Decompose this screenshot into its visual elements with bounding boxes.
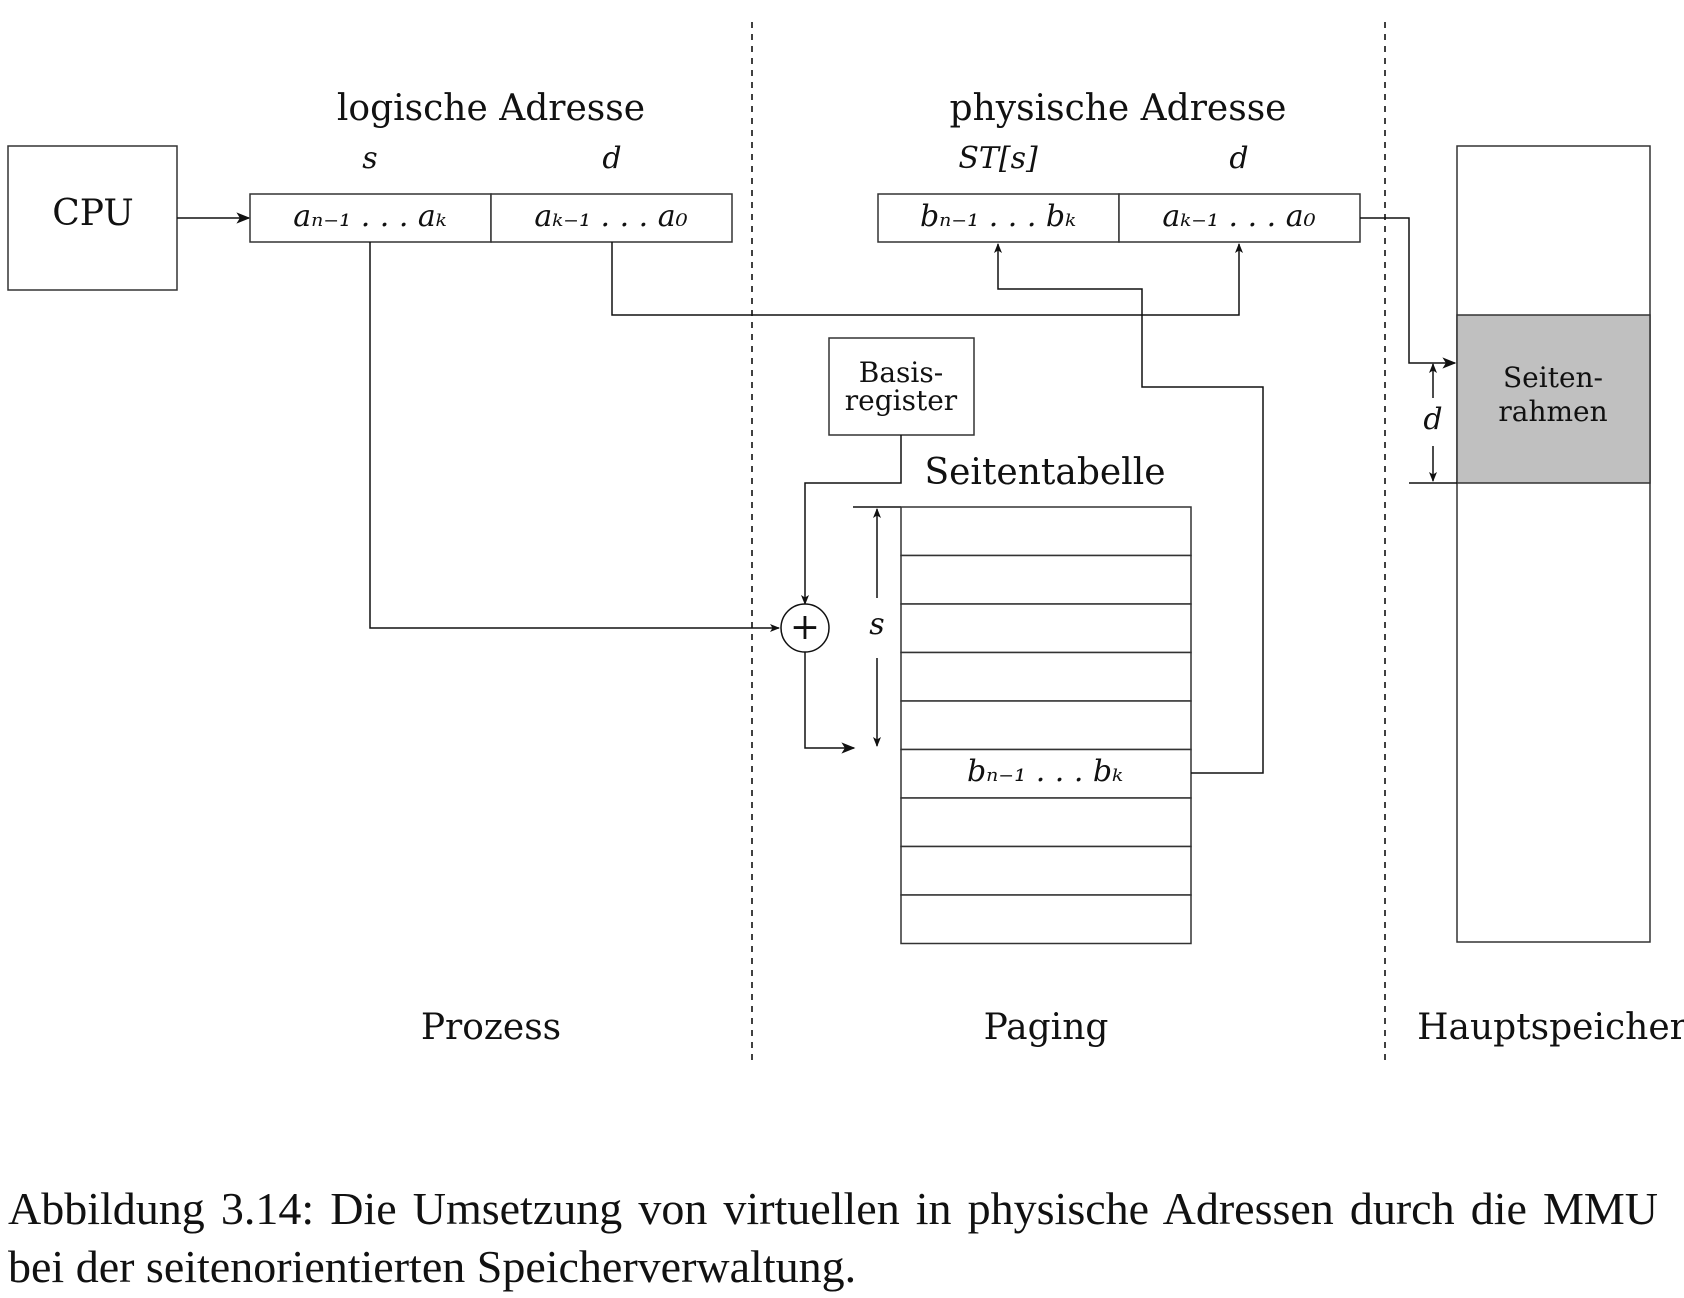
page-index-span-label: s bbox=[869, 607, 884, 642]
logical-field-offset bbox=[490, 193, 733, 243]
physical-field-label-st: ST[s] bbox=[958, 141, 1038, 176]
page-table-title: Seitentabelle bbox=[924, 452, 1165, 493]
logical-field-page bbox=[249, 193, 492, 243]
frame-number-to-physical-arrow bbox=[994, 243, 1264, 774]
logical-field-label-d: d bbox=[602, 141, 621, 176]
page-table-selected-row bbox=[900, 748, 1192, 799]
section-label-memory: Hauptspeicher bbox=[1417, 1007, 1684, 1048]
physical-field-label-d: d bbox=[1229, 141, 1248, 176]
section-label-process: Prozess bbox=[421, 1007, 561, 1048]
cpu-label: CPU bbox=[52, 193, 133, 234]
page-table bbox=[900, 506, 1192, 945]
page-table-row bbox=[900, 845, 1192, 896]
page-frame bbox=[1456, 314, 1651, 484]
physical-to-memory-arrow bbox=[1360, 217, 1457, 369]
page-table-row bbox=[900, 700, 1192, 751]
frame-offset-label: d bbox=[1423, 402, 1442, 437]
section-label-paging: Paging bbox=[984, 1007, 1109, 1048]
base-register-to-adder-arrow bbox=[801, 435, 902, 605]
adder-symbol: + bbox=[790, 607, 820, 648]
cpu-box bbox=[7, 145, 178, 291]
page-frame-line1: Seiten- bbox=[1503, 361, 1603, 394]
adder-to-table-arrow bbox=[804, 652, 856, 754]
page-table-row bbox=[900, 651, 1192, 702]
figure-caption: Abbildung 3.14: Die Umsetzung von virtue… bbox=[8, 1183, 1658, 1292]
physical-field-offset-value: aₖ₋₁ . . . a₀ bbox=[1162, 199, 1315, 234]
page-table-row bbox=[900, 797, 1192, 848]
logical-field-label-s: s bbox=[362, 141, 377, 176]
physical-field-frame-value: bₙ₋₁ . . . bₖ bbox=[920, 199, 1076, 234]
physical-field-frame bbox=[877, 193, 1120, 243]
page-table-row bbox=[900, 554, 1192, 605]
physical-address-title: physische Adresse bbox=[950, 88, 1287, 129]
physical-field-offset bbox=[1118, 193, 1361, 243]
base-register-line2: register bbox=[845, 384, 958, 417]
page-table-row bbox=[900, 894, 1192, 945]
mmu-paging-diagram: CPU logische Adresse s d aₙ₋₁ . . . aₖ a… bbox=[7, 22, 1684, 1062]
page-table-row bbox=[900, 506, 1192, 557]
logical-field-offset-value: aₖ₋₁ . . . a₀ bbox=[534, 199, 687, 234]
logical-field-page-value: aₙ₋₁ . . . aₖ bbox=[293, 199, 447, 234]
main-memory-box bbox=[1456, 145, 1651, 943]
page-table-row bbox=[900, 603, 1192, 654]
base-register-line1: Basis- bbox=[859, 356, 943, 389]
page-frame-line2: rahmen bbox=[1498, 395, 1607, 428]
page-table-selected-entry: bₙ₋₁ . . . bₖ bbox=[967, 754, 1123, 789]
page-number-to-adder-arrow bbox=[369, 242, 780, 632]
offset-copy-arrow bbox=[611, 242, 1243, 316]
logical-address-title: logische Adresse bbox=[337, 88, 645, 129]
